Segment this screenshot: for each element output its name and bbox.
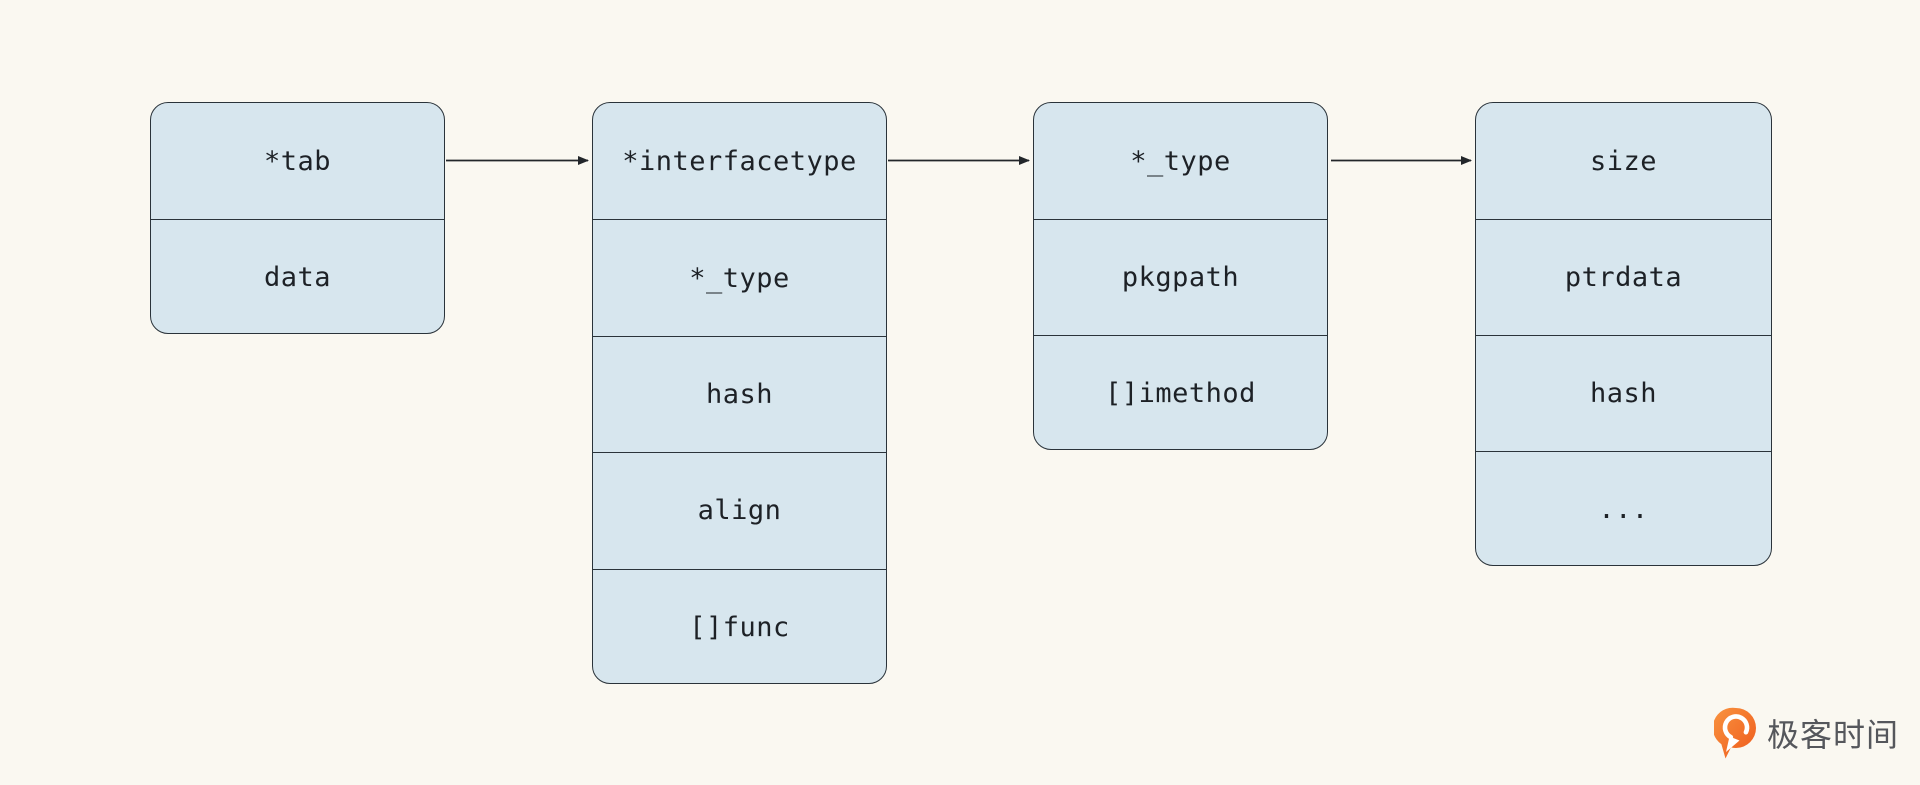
struct-field-cell-interfacetype-1: pkgpath <box>1034 219 1327 335</box>
geektime-pin-icon <box>1714 707 1756 759</box>
struct-field-cell-type-2: hash <box>1476 335 1771 451</box>
struct-field-cell-type-3: ... <box>1476 451 1771 565</box>
struct-field-cell-itab-2: hash <box>593 335 886 452</box>
struct-field-cell-itab-3: align <box>593 452 886 568</box>
brand-watermark: 极客时间 <box>1714 706 1899 760</box>
struct-field-cell-interfacetype-0: *_type <box>1130 145 1231 177</box>
brand-logo-text: 极客时间 <box>1767 717 1900 753</box>
struct-field-cell-iface-1: data <box>151 219 444 333</box>
struct-box-iface: *tab data <box>150 102 445 334</box>
struct-field-cell-iface-0: *tab <box>263 145 332 177</box>
struct-field-cell-type-1: ptrdata <box>1476 219 1771 335</box>
struct-field-cell-type-0: size <box>1589 145 1658 177</box>
struct-field-cell-interfacetype-2: []imethod <box>1034 335 1327 449</box>
struct-field-cell-itab-0: *interfacetype <box>622 145 857 177</box>
struct-field-cell-itab-4: []func <box>593 568 886 683</box>
struct-field-cell-itab-1: *_type <box>593 219 886 335</box>
